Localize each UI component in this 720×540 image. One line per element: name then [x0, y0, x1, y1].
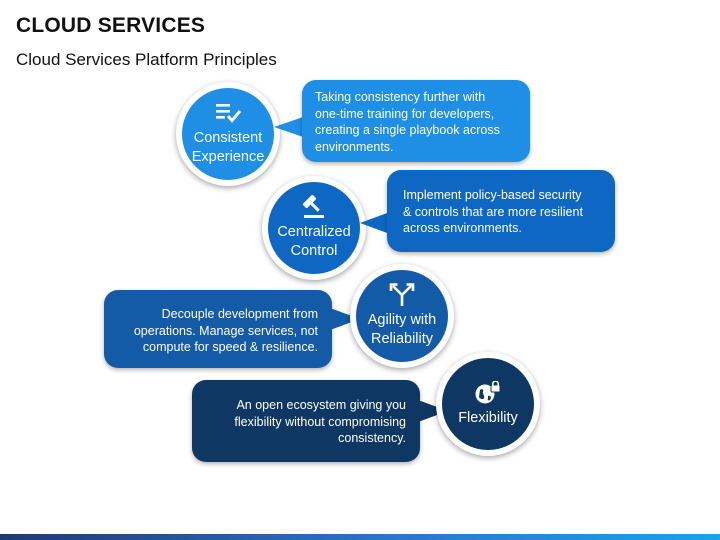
- split-arrow-icon: [389, 283, 415, 306]
- checklist-icon: [216, 104, 242, 123]
- page-title: CLOUD SERVICES: [16, 14, 206, 37]
- principle-agility-with-reliability: Agility with Reliability: [350, 264, 454, 368]
- callout-pointer: [360, 212, 390, 234]
- principle-label: Consistent Experience: [191, 130, 265, 165]
- principle-centralized-control: Centralized Control: [262, 176, 366, 280]
- principle-flexibility: Flexibility: [436, 352, 540, 456]
- footer-accent-bar: [0, 534, 720, 540]
- gavel-icon: [302, 195, 324, 218]
- callout-pointer: [274, 116, 306, 138]
- principle-label: Agility with Reliability: [367, 312, 437, 347]
- principle-circle: Flexibility: [442, 358, 534, 450]
- principle-description-bubble: An open ecosystem giving you flexibility…: [192, 380, 420, 462]
- principle-label: Centralized Control: [277, 224, 351, 259]
- principle-description-bubble: Implement policy-based security & contro…: [387, 170, 615, 252]
- principle-description-bubble: Decouple development from operations. Ma…: [104, 290, 332, 368]
- principle-circle: Agility with Reliability: [356, 270, 448, 362]
- globe-lock-icon: [475, 380, 501, 403]
- principle-label: Flexibility: [458, 409, 518, 426]
- principle-description-bubble: Taking consistency further with one-time…: [302, 80, 530, 162]
- principle-circle: Centralized Control: [268, 182, 360, 274]
- principle-circle: Consistent Experience: [182, 88, 274, 180]
- principle-consistent-experience: Consistent Experience: [176, 82, 280, 186]
- page-subtitle: Cloud Services Platform Principles: [16, 50, 277, 69]
